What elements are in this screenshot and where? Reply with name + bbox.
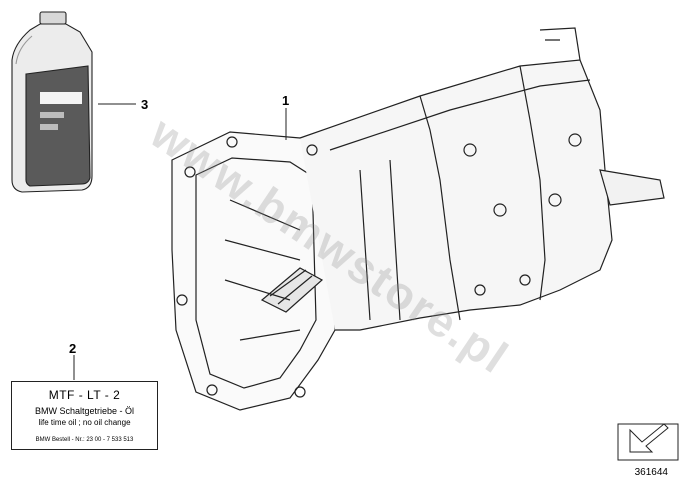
callout-3: 3 [141,97,149,112]
oil-bottle-icon [11,11,93,193]
view-arrow-icon [617,423,679,461]
label-life-note: life time oil ; no oil change [38,418,131,427]
transmission-icon [171,27,665,411]
label-title: MTF - LT - 2 [48,388,121,402]
leader-lines [73,103,287,380]
callout-1: 1 [282,93,290,108]
oil-label-box: MTF - LT - 2 BMW Schaltgetriebe - Öl lif… [11,381,158,450]
label-part-number: BMW Bestell - Nr.: 23 00 - 7 533 513 [35,437,134,443]
label-subtitle: BMW Schaltgetriebe - Öl [34,406,135,416]
diagram-reference-number: 361644 [634,467,668,478]
callout-2: 2 [69,341,77,356]
